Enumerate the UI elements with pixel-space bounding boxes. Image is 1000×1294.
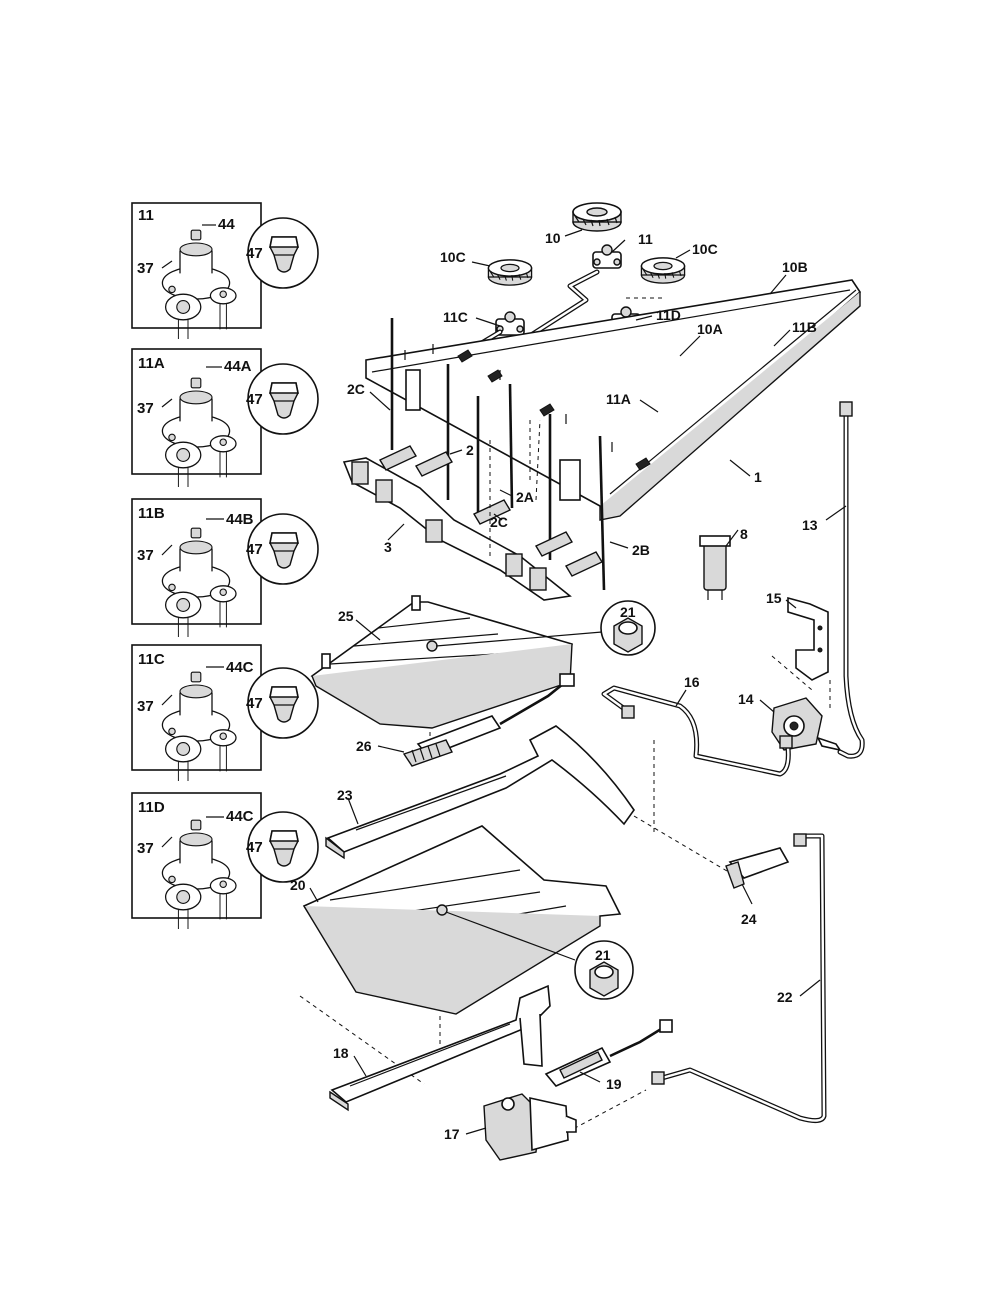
part-24-elbow xyxy=(725,847,790,889)
callout-2c-mid: 2C xyxy=(490,514,508,530)
manifold-1 xyxy=(365,279,862,521)
callout-11d: 11D xyxy=(656,307,681,323)
callout-10c-right: 10C xyxy=(692,241,718,257)
part-18-burner xyxy=(329,984,551,1112)
nut-detail-21-top xyxy=(435,600,656,656)
burner-head-10 xyxy=(572,202,622,232)
callout-11: 11 xyxy=(638,231,653,247)
detail-label: 47 xyxy=(246,541,263,558)
burner-head-10c-right xyxy=(640,257,686,284)
screw-label: 37 xyxy=(137,840,154,857)
inset-title: 11A xyxy=(138,355,165,372)
callout-10b: 10B xyxy=(782,259,808,275)
callout-24: 24 xyxy=(741,911,757,927)
callout-21-bottom: 21 xyxy=(595,947,611,963)
part-20-shield xyxy=(302,825,622,1015)
callout-11a: 11A xyxy=(606,391,631,407)
inset-title: 11D xyxy=(138,799,165,816)
manifold-bracket-3 xyxy=(342,457,572,601)
callout-16: 16 xyxy=(684,674,700,690)
part-16-line xyxy=(601,685,793,777)
callout-10: 10 xyxy=(545,230,561,246)
callout-23: 23 xyxy=(337,787,353,803)
part-25-shield xyxy=(310,595,573,729)
callout-21-top: 21 xyxy=(620,604,636,620)
inset-panel-11c: 11C 44C 37 47 xyxy=(131,644,319,782)
nut-detail-21-bottom xyxy=(445,911,634,1000)
callout-13: 13 xyxy=(802,517,818,533)
part-8-switch xyxy=(699,535,731,600)
callout-26: 26 xyxy=(356,738,372,754)
inset-panel-11: 11 44 37 47 xyxy=(131,202,319,340)
callout-18: 18 xyxy=(333,1045,349,1061)
burner-base-11 xyxy=(592,244,622,269)
burner-head-10c-left xyxy=(487,259,533,286)
callout-1: 1 xyxy=(754,469,762,485)
callout-20: 20 xyxy=(290,877,306,893)
inset-title: 11 xyxy=(138,207,154,224)
inset-panel-11d: 11D 44C 37 47 xyxy=(131,792,319,930)
detail-label: 47 xyxy=(246,695,263,712)
inset-title: 11C xyxy=(138,651,165,668)
callout-labels: 10 11 10C 10C 10B 11C 11D 10A 11B 2C 2 1… xyxy=(290,230,818,1142)
callout-17: 17 xyxy=(444,1126,460,1142)
screw-label: 37 xyxy=(137,698,154,715)
callout-8: 8 xyxy=(740,526,748,542)
screw-label: 37 xyxy=(137,547,154,564)
callout-10c-left: 10C xyxy=(440,249,466,265)
screw-label: 37 xyxy=(137,260,154,277)
cap-label: 44C xyxy=(226,659,254,676)
part-23-burner xyxy=(325,725,635,860)
callout-3: 3 xyxy=(384,539,392,555)
inset-panel-11a: 11A 44A 37 47 xyxy=(131,348,319,488)
part-26-igniter xyxy=(402,673,575,767)
part-19-igniter xyxy=(544,1019,673,1087)
cap-label: 44 xyxy=(218,216,235,233)
inset-title: 11B xyxy=(138,505,165,522)
detail-label: 47 xyxy=(246,391,263,408)
detail-label: 47 xyxy=(246,839,263,856)
part-13-gas-line xyxy=(837,401,865,759)
part-22-line xyxy=(651,833,827,1124)
callout-11c: 11C xyxy=(443,309,468,325)
callout-19: 19 xyxy=(606,1076,622,1092)
part-17-valve xyxy=(483,1093,577,1161)
callout-25: 25 xyxy=(338,608,354,624)
callout-10a: 10A xyxy=(697,321,723,337)
callout-14: 14 xyxy=(738,691,754,707)
callout-leaders xyxy=(309,229,847,1135)
inset-panel-11b: 11B 44B 37 47 xyxy=(131,498,319,638)
detail-label: 47 xyxy=(246,245,263,262)
callout-15: 15 xyxy=(766,590,782,606)
part-15-bracket xyxy=(787,596,829,681)
callout-2a: 2A xyxy=(516,489,534,505)
cap-label: 44C xyxy=(226,808,254,825)
callout-2b: 2B xyxy=(632,542,650,558)
callout-22: 22 xyxy=(777,989,793,1005)
cap-label: 44B xyxy=(226,511,254,528)
cap-label: 44A xyxy=(224,358,252,375)
callout-2: 2 xyxy=(466,442,474,458)
callout-2c-top: 2C xyxy=(347,381,365,397)
screw-label: 37 xyxy=(137,400,154,417)
callout-11b: 11B xyxy=(792,319,817,335)
valve-assembly xyxy=(379,318,651,591)
